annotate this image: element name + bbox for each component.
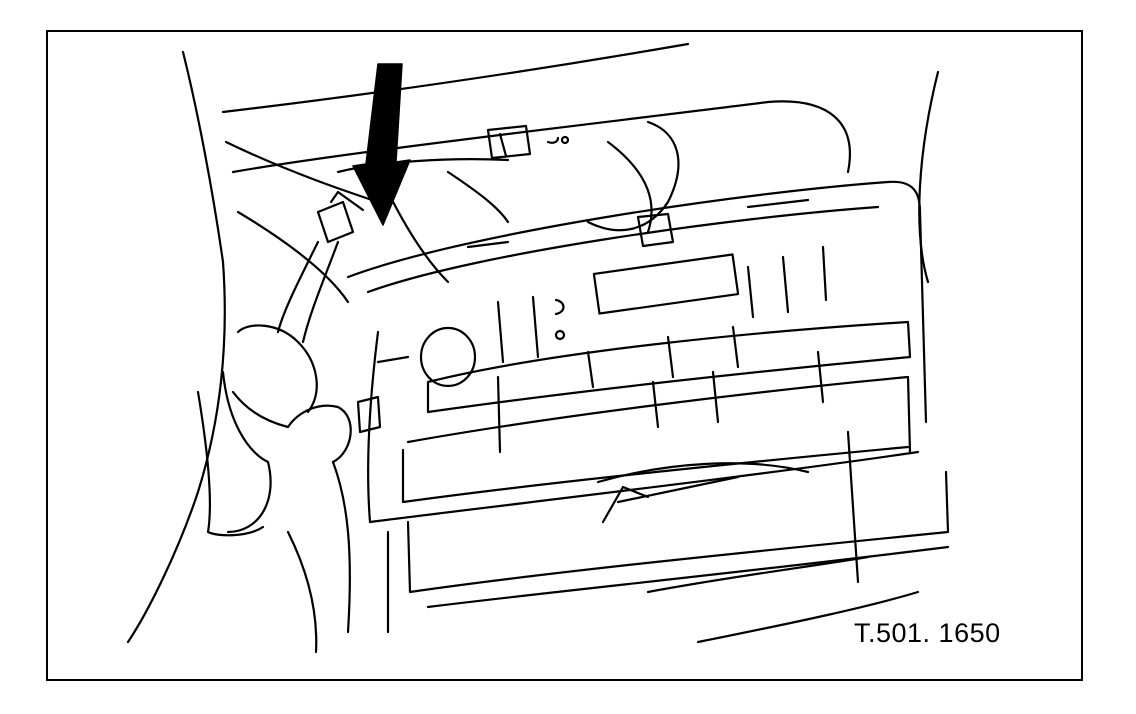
down-arrow-icon [352,63,411,226]
radio-removal-illustration [126,42,950,654]
hands-and-tool [196,190,365,654]
figure-reference-code: T.501. 1650 [854,618,1001,648]
figure-frame: T.501. 1650 [46,30,1083,681]
dashboard-outline [126,42,940,644]
radio-cavity [386,430,950,644]
radio-unit [346,180,928,524]
